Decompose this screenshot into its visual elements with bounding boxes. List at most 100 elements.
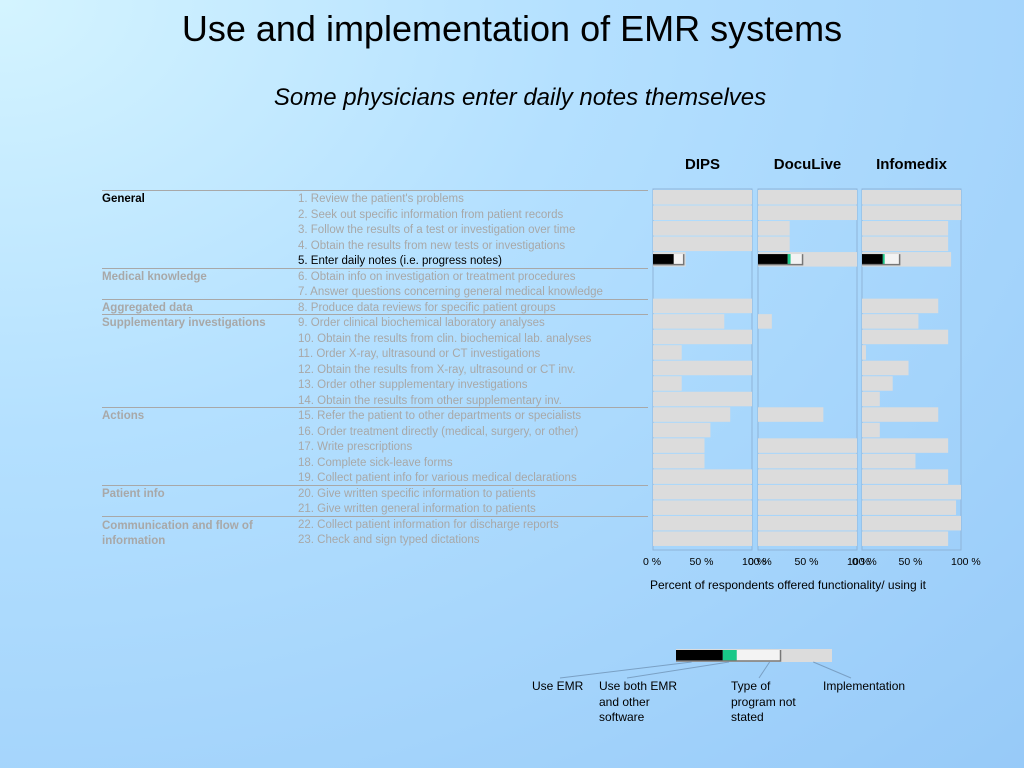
bar-use-both <box>787 254 791 265</box>
row-label: 2. Seek out specific information from pa… <box>298 208 564 221</box>
x-tick-label: 0 % <box>643 556 662 568</box>
x-tick-label: 0 % <box>748 556 767 568</box>
row-label: 22. Collect patient information for disc… <box>298 518 559 531</box>
bar-implementation <box>653 329 752 345</box>
panel-title: Infomedix <box>876 156 947 173</box>
bar-implementation <box>862 329 949 345</box>
legend-label: Use EMR <box>532 679 584 693</box>
legend-type-not-stated-bar <box>736 650 781 661</box>
row-label: 9. Order clinical biochemical laboratory… <box>298 317 545 330</box>
bar-implementation <box>653 205 752 221</box>
row-label: 8. Produce data reviews for specific pat… <box>298 301 556 314</box>
legend-leader-line <box>559 661 692 679</box>
bar-use-emr <box>862 254 883 265</box>
category-label: Communication and flow of information <box>102 519 253 548</box>
category-label: General <box>102 193 145 205</box>
bar-implementation <box>758 190 857 205</box>
bar-implementation <box>862 500 957 515</box>
row-label: 17. Write prescriptions <box>298 441 413 454</box>
row-label: 21. Give written general information to … <box>298 503 536 516</box>
bar-implementation <box>653 236 752 252</box>
x-tick-label: 100 % <box>847 556 877 568</box>
bar-implementation <box>862 422 880 438</box>
panel-title: DIPS <box>684 156 720 173</box>
bar-implementation <box>862 515 961 531</box>
bar-implementation <box>862 298 939 314</box>
category-label: Aggregated data <box>102 301 193 314</box>
bar-implementation <box>758 205 857 221</box>
legend-leader-line <box>813 661 852 679</box>
bar-implementation <box>862 345 866 360</box>
bar-implementation <box>653 453 705 469</box>
x-tick-label: 0 % <box>852 556 871 568</box>
slide-subtitle: Some physicians enter daily notes themse… <box>273 84 767 111</box>
bar-use-emr <box>758 254 788 265</box>
bar-implementation <box>653 314 725 329</box>
row-label: 18. Complete sick-leave forms <box>298 456 453 469</box>
bar-implementation <box>653 190 752 205</box>
legend-leader-line <box>758 661 771 679</box>
x-axis-caption: Percent of respondents offered functiona… <box>650 578 926 592</box>
row-label: 16. Order treatment directly (medical, s… <box>298 425 579 438</box>
bar-implementation <box>862 205 961 221</box>
bar-implementation <box>758 314 772 329</box>
x-tick-label: 50 % <box>898 556 923 568</box>
bar-type-not-stated <box>673 254 684 265</box>
bar-implementation <box>862 221 949 236</box>
bar-implementation <box>758 407 824 422</box>
category-label: Actions <box>102 410 145 423</box>
row-label: 4. Obtain the results from new tests or … <box>298 239 566 252</box>
row-label: 14. Obtain the results from other supple… <box>298 394 562 407</box>
bar-implementation <box>653 515 752 531</box>
bar-implementation <box>653 221 752 236</box>
x-tick-label: 50 % <box>689 556 714 568</box>
bar-type-not-stated <box>884 254 900 265</box>
bar-implementation <box>758 469 857 484</box>
row-label: 19. Collect patient info for various med… <box>298 472 577 485</box>
bar-implementation <box>653 531 752 546</box>
x-tick-label: 100 % <box>951 556 981 568</box>
category-separator <box>102 407 648 409</box>
row-label: 1. Review the patient's problems <box>298 193 464 205</box>
bar-implementation <box>862 484 961 500</box>
bar-implementation <box>653 438 705 453</box>
bar-use-both <box>882 254 885 265</box>
row-label: 11. Order X-ray, ultrasound or CT invest… <box>298 348 541 361</box>
legend-usage-bracket <box>676 650 782 662</box>
bar-implementation <box>862 531 949 546</box>
row-label: 15. Refer the patient to other departmen… <box>298 410 582 423</box>
bar-implementation <box>758 236 790 252</box>
bar-implementation <box>653 360 752 376</box>
bar-implementation <box>653 298 752 314</box>
bar-implementation <box>653 407 731 422</box>
bar-implementation <box>862 314 919 329</box>
x-tick-label: 100 % <box>742 556 772 568</box>
category-label: Medical knowledge <box>102 270 207 283</box>
bar-implementation <box>758 221 790 236</box>
bar-implementation <box>758 531 857 546</box>
category-label: Supplementary investigations <box>102 317 266 330</box>
bar-implementation <box>862 407 939 422</box>
bar-implementation <box>862 469 949 484</box>
bar-implementation <box>862 438 949 453</box>
legend-label: Type of program not stated <box>731 679 796 724</box>
category-label: Patient info <box>102 487 165 500</box>
bar-implementation <box>862 190 961 205</box>
bar-implementation <box>653 376 682 391</box>
category-separator <box>102 484 648 486</box>
row-label: 7. Answer questions concerning general m… <box>298 286 603 299</box>
bar-implementation <box>758 500 857 515</box>
bar-implementation <box>653 391 752 407</box>
usage-bracket <box>758 254 804 266</box>
bar-implementation <box>862 360 909 376</box>
bar-implementation <box>862 236 949 252</box>
legend-use-emr-bar <box>676 650 723 661</box>
panel-title: DocuLive <box>773 156 842 173</box>
row-label: 12. Obtain the results from X-ray, ultra… <box>298 363 576 376</box>
x-tick-label: 50 % <box>794 556 819 568</box>
bar-type-not-stated <box>790 254 803 265</box>
legend-use-both-bar <box>722 650 737 661</box>
row-label: 20. Give written specific information to… <box>298 487 536 500</box>
category-separator <box>102 314 648 316</box>
